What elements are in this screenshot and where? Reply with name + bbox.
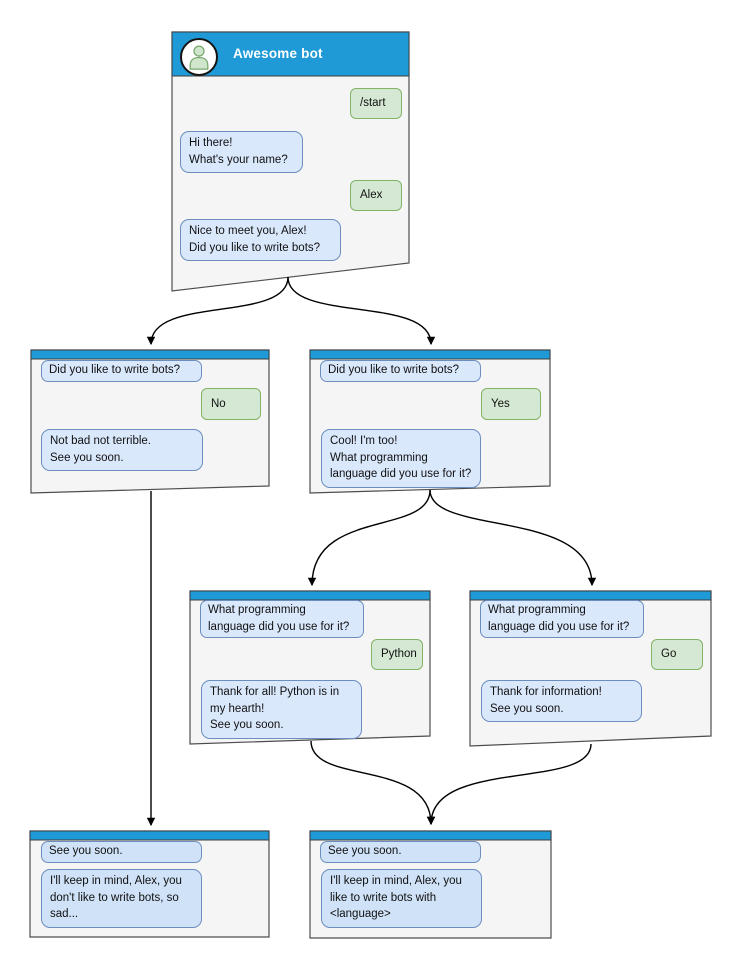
user-reply-bubble: Yes: [481, 388, 541, 420]
bot-avatar: [180, 38, 218, 76]
user-reply-bubble: Alex: [350, 180, 402, 211]
bot-message-bubble: Not bad not terrible. See you soon.: [41, 429, 203, 471]
bot-message-bubble: What programming language did you use fo…: [480, 600, 644, 638]
arrow-branch-yes-to-lang-go: [429, 489, 597, 587]
chat-window-final-no-header: [29, 830, 270, 841]
chat-window-final-yes-header: [309, 830, 552, 841]
user-reply-bubble: No: [201, 388, 261, 420]
bot-message-bubble: Thank for information! See you soon.: [481, 680, 642, 722]
bot-message-bubble: I'll keep in mind, Alex, you don't like …: [41, 869, 202, 928]
arrow-root-to-branch-yes: [287, 276, 436, 346]
user-icon: [189, 45, 209, 70]
bot-message-bubble: Thank for all! Python is in my hearth! S…: [201, 680, 362, 739]
bot-title: Awesome bot: [233, 46, 323, 61]
bot-message-bubble: I'll keep in mind, Alex, you like to wri…: [321, 869, 482, 928]
chat-window-lang-python-header: [189, 590, 431, 601]
user-reply-bubble: Go: [651, 639, 703, 670]
bot-message-bubble: What programming language did you use fo…: [200, 600, 364, 638]
chat-window-branch-no-header: [30, 349, 270, 360]
chat-window-lang-go-header: [469, 590, 712, 601]
arrow-lang-python-to-final-yes: [310, 740, 436, 826]
bot-message-bubble: Hi there! What's your name?: [180, 131, 303, 173]
arrow-root-to-branch-no: [146, 276, 289, 346]
arrow-lang-go-to-final-yes: [426, 743, 592, 826]
user-reply-bubble: Python: [371, 639, 423, 670]
arrow-branch-yes-to-lang-python: [307, 489, 431, 587]
bot-message-bubble: Cool! I'm too! What programming language…: [321, 429, 481, 488]
bot-message-bubble: Did you like to write bots?: [41, 360, 202, 382]
bot-message-bubble: Nice to meet you, Alex! Did you like to …: [180, 219, 341, 261]
bot-message-bubble: Did you like to write bots?: [320, 360, 481, 382]
user-reply-bubble: /start: [350, 88, 402, 119]
bot-message-bubble: See you soon.: [320, 841, 481, 863]
chat-window-branch-yes-header: [309, 349, 551, 360]
bot-message-bubble: See you soon.: [41, 841, 202, 863]
